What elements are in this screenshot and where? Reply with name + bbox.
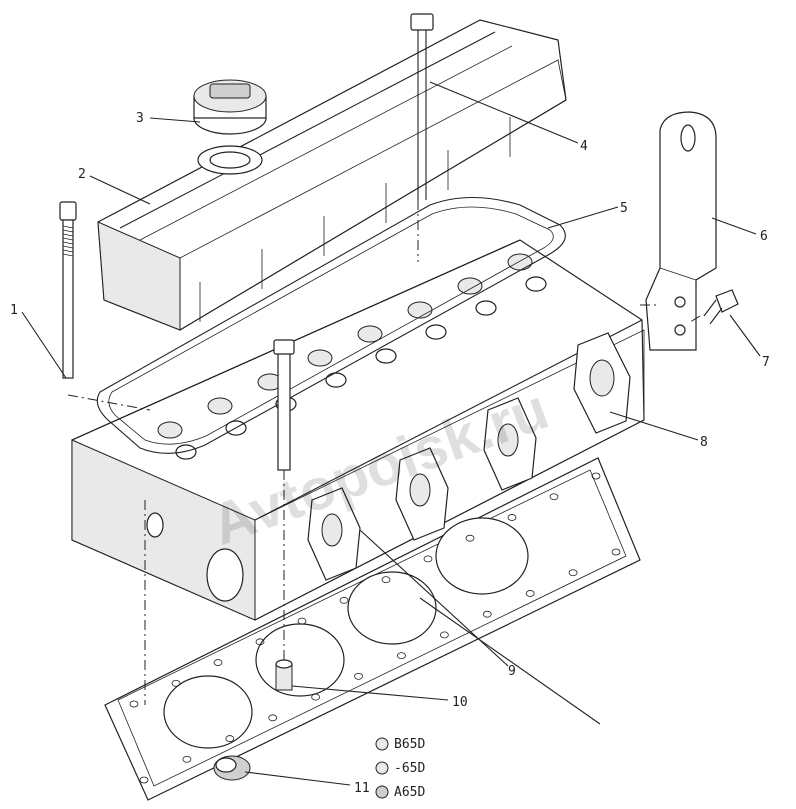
- bolt-thread-line: [62, 245, 74, 249]
- gasket-hole: [507, 514, 517, 521]
- callout-8: 8: [700, 435, 708, 450]
- valve-spring: [207, 397, 233, 415]
- gasket-hole: [171, 679, 181, 687]
- gasket-hole: [129, 700, 139, 708]
- valve-spring: [525, 276, 547, 292]
- cup-plug: [213, 755, 251, 781]
- callout-6: 6: [760, 229, 768, 244]
- gasket-hole: [439, 631, 449, 639]
- gasket-hole: [354, 672, 363, 680]
- valve-spring: [375, 348, 397, 364]
- gasket-hole: [311, 693, 321, 701]
- cylinder-head: [71, 239, 645, 621]
- head-bolt: [59, 201, 77, 379]
- dowel-pin: [275, 659, 293, 691]
- gasket-hole: [381, 576, 391, 584]
- gasket-hole: [182, 755, 192, 763]
- gasket-hole: [549, 493, 559, 501]
- gasket-hole: [225, 735, 235, 742]
- gasket-hole: [591, 472, 601, 480]
- gasket-hole: [482, 610, 492, 618]
- gasket-hole: [339, 596, 349, 604]
- gasket-hole: [611, 548, 621, 556]
- callout-9: 9: [508, 664, 516, 679]
- variant-codes: B65D -65D A65D: [394, 737, 425, 800]
- valve-spring: [325, 372, 347, 388]
- callout-5: 5: [620, 201, 628, 216]
- bolt-thread-line: [62, 241, 74, 245]
- callout-10: 10: [452, 695, 468, 710]
- valve-spring: [425, 324, 447, 340]
- leader-lines: [21, 81, 761, 786]
- gasket-hole: [297, 617, 307, 625]
- lifting-bracket: [645, 111, 717, 351]
- valve-cover-gasket: [96, 196, 566, 454]
- valve-spring: [307, 349, 333, 367]
- gasket-hole: [465, 534, 475, 542]
- manifold-flanges: [307, 332, 631, 581]
- bracket-bolt: [703, 289, 739, 325]
- cover-bolt: [410, 13, 434, 200]
- valve-spring: [157, 421, 183, 439]
- callout-7: 7: [762, 355, 770, 370]
- head-bolt-installed: [273, 339, 295, 471]
- variant-code-65d: -65D: [394, 761, 425, 776]
- valve-spring: [457, 277, 483, 295]
- callout-11: 11: [354, 781, 370, 796]
- gasket-hole: [255, 638, 265, 646]
- oil-filler-cap: [193, 79, 267, 135]
- callouts: 1 2 3 4 5 6 7 8 9 10 11: [10, 111, 770, 796]
- valve-cover: [97, 19, 567, 331]
- bolt-thread-line: [62, 233, 74, 237]
- valve-spring: [175, 444, 197, 460]
- gasket-hole: [139, 776, 149, 784]
- callout-2: 2: [78, 167, 86, 182]
- callout-1: 1: [10, 303, 18, 318]
- variant-code-b65d: B65D: [394, 737, 425, 752]
- callout-4: 4: [580, 139, 588, 154]
- gasket-hole: [268, 714, 278, 722]
- bolt-thread-line: [62, 225, 74, 229]
- gasket-hole: [397, 652, 406, 660]
- variant-icons: [375, 737, 389, 799]
- bolt-thread-line: [62, 249, 74, 253]
- callout-3: 3: [136, 111, 144, 126]
- gasket-hole: [423, 555, 433, 563]
- alignment-lines: [67, 200, 701, 705]
- gasket-hole: [525, 590, 535, 597]
- gasket-hole: [213, 659, 223, 666]
- head-gasket: [104, 457, 641, 801]
- valve-spring: [357, 325, 383, 343]
- gasket-hole: [568, 569, 578, 577]
- bolt-thread-line: [62, 237, 74, 241]
- valve-spring: [475, 300, 497, 316]
- variant-code-a65d: A65D: [394, 785, 425, 800]
- bolt-thread-line: [62, 253, 74, 257]
- bolt-thread-line: [62, 229, 74, 233]
- valve-spring: [407, 301, 433, 319]
